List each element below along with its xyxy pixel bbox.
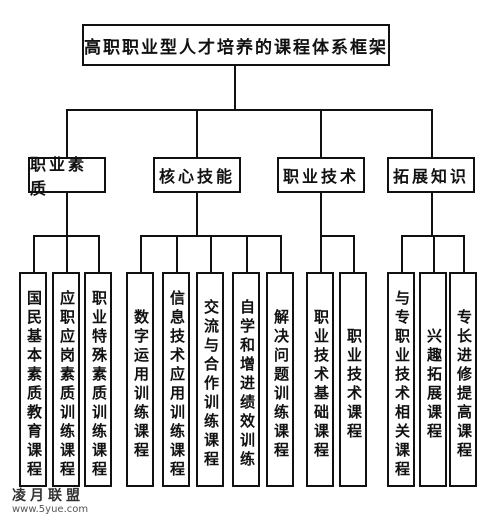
course-specialty-advancement: 专长进修提高课程 — [449, 272, 477, 487]
group3-drop-2 — [353, 235, 355, 272]
cat-connector-2 — [196, 109, 198, 157]
course-it-application-training: 信息技术应用训练课程 — [162, 272, 190, 487]
course-technical: 职业技术课程 — [339, 272, 367, 487]
group1-stem — [66, 193, 68, 236]
course-problem-solving-training: 解决问题训练课程 — [266, 272, 294, 487]
group4-drop-1 — [401, 235, 403, 272]
category-extended-knowledge: 拓展知识 — [387, 157, 475, 193]
group1-drop-3 — [98, 235, 100, 272]
root-connector — [234, 66, 236, 110]
watermark-url: www.5yue.com — [12, 504, 89, 515]
course-technical-foundation: 职业技术基础课程 — [306, 272, 334, 487]
level1-bus — [66, 109, 432, 111]
group2-drop-5 — [280, 235, 282, 272]
cat-connector-1 — [66, 109, 68, 157]
group3-bus — [320, 235, 355, 237]
group2-drop-3 — [210, 235, 212, 272]
course-interest-extension: 兴趣拓展课程 — [419, 272, 447, 487]
cat-connector-3 — [320, 109, 322, 157]
group2-drop-2 — [176, 235, 178, 272]
group4-drop-3 — [463, 235, 465, 272]
course-job-quality-training: 应职应岗素质训练课程 — [52, 272, 80, 487]
category-core-skills: 核心技能 — [153, 157, 241, 193]
group3-drop-1 — [320, 235, 322, 272]
group2-drop-4 — [246, 235, 248, 272]
course-communication-cooperation: 交流与合作训练课程 — [196, 272, 224, 487]
group2-stem — [196, 193, 198, 236]
category-professional-quality: 职业素质 — [28, 155, 106, 198]
group1-drop-2 — [66, 235, 68, 272]
category-professional-technology: 职业技术 — [277, 157, 365, 193]
course-numeracy-training: 数字运用训练课程 — [126, 272, 154, 487]
group3-stem — [320, 193, 322, 236]
framework-title: 高职职业型人才培养的课程体系框架 — [82, 24, 390, 66]
course-related-technology: 与专职业技术相关课程 — [387, 272, 415, 487]
watermark-name: 凌月联盟 — [12, 488, 84, 504]
group2-drop-1 — [140, 235, 142, 272]
group1-drop-1 — [33, 235, 35, 272]
cat-connector-4 — [431, 109, 433, 157]
site-watermark: 凌月联盟 www.5yue.com — [12, 488, 132, 516]
course-national-basic-quality: 国民基本素质教育课程 — [19, 272, 47, 487]
course-special-quality-training: 职业特殊素质训练课程 — [84, 272, 112, 487]
group4-stem — [431, 193, 433, 236]
course-self-learning-performance: 自学和增进绩效训练 — [232, 272, 260, 487]
group4-drop-2 — [433, 235, 435, 272]
